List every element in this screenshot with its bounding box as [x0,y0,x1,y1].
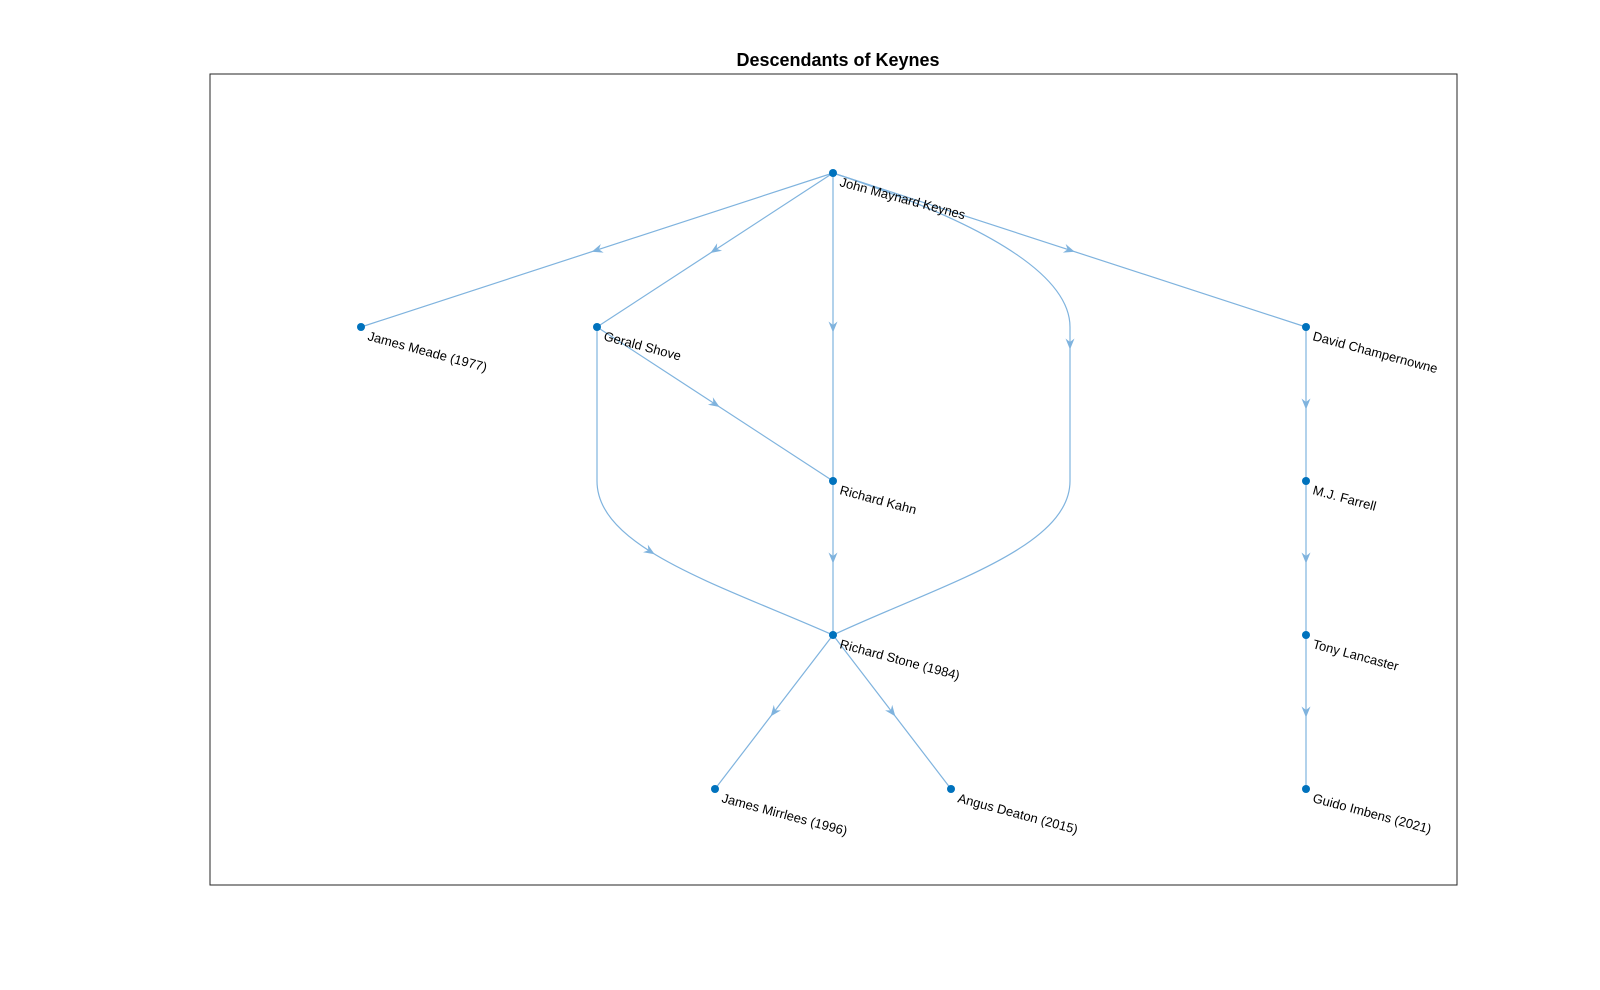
edge-keynes-to-stone [832,172,1071,636]
diagram-title: Descendants of Keynes [736,50,939,70]
edge-shove-to-stone [596,327,834,636]
node-marker[interactable] [711,785,719,793]
node-marker[interactable] [593,323,601,331]
edge-arrow-champernowne-to-farrell [1301,398,1311,410]
node-marker[interactable] [1302,785,1310,793]
node-marker[interactable] [829,477,837,485]
node-marker[interactable] [357,323,365,331]
edge-arrow-shove-to-stone [643,544,655,555]
edge-arrow-keynes-to-kahn [828,321,838,333]
edge-arrow-keynes-to-shove [710,243,723,254]
edge-arrow-shove-to-kahn [707,397,720,408]
edge-arrow-stone-to-mirrlees [770,704,781,717]
node-marker[interactable] [947,785,955,793]
node-marker[interactable] [829,169,837,177]
axes-box [209,73,1458,886]
node-marker[interactable] [1302,631,1310,639]
edge-arrow-farrell-to-lancaster [1301,552,1311,564]
node-marker[interactable] [829,631,837,639]
edge-arrow-stone-to-deaton [885,704,896,717]
node-marker[interactable] [1302,323,1310,331]
edge-arrow-keynes-to-meade [591,244,604,253]
edge-arrow-kahn-to-stone [828,552,838,564]
edge-arrow-keynes-to-champernowne [1062,244,1075,253]
node-marker[interactable] [1302,477,1310,485]
edges-layer [360,172,1311,790]
edge-arrow-keynes-to-stone [1065,338,1075,350]
edge-arrow-lancaster-to-imbens [1301,706,1311,718]
